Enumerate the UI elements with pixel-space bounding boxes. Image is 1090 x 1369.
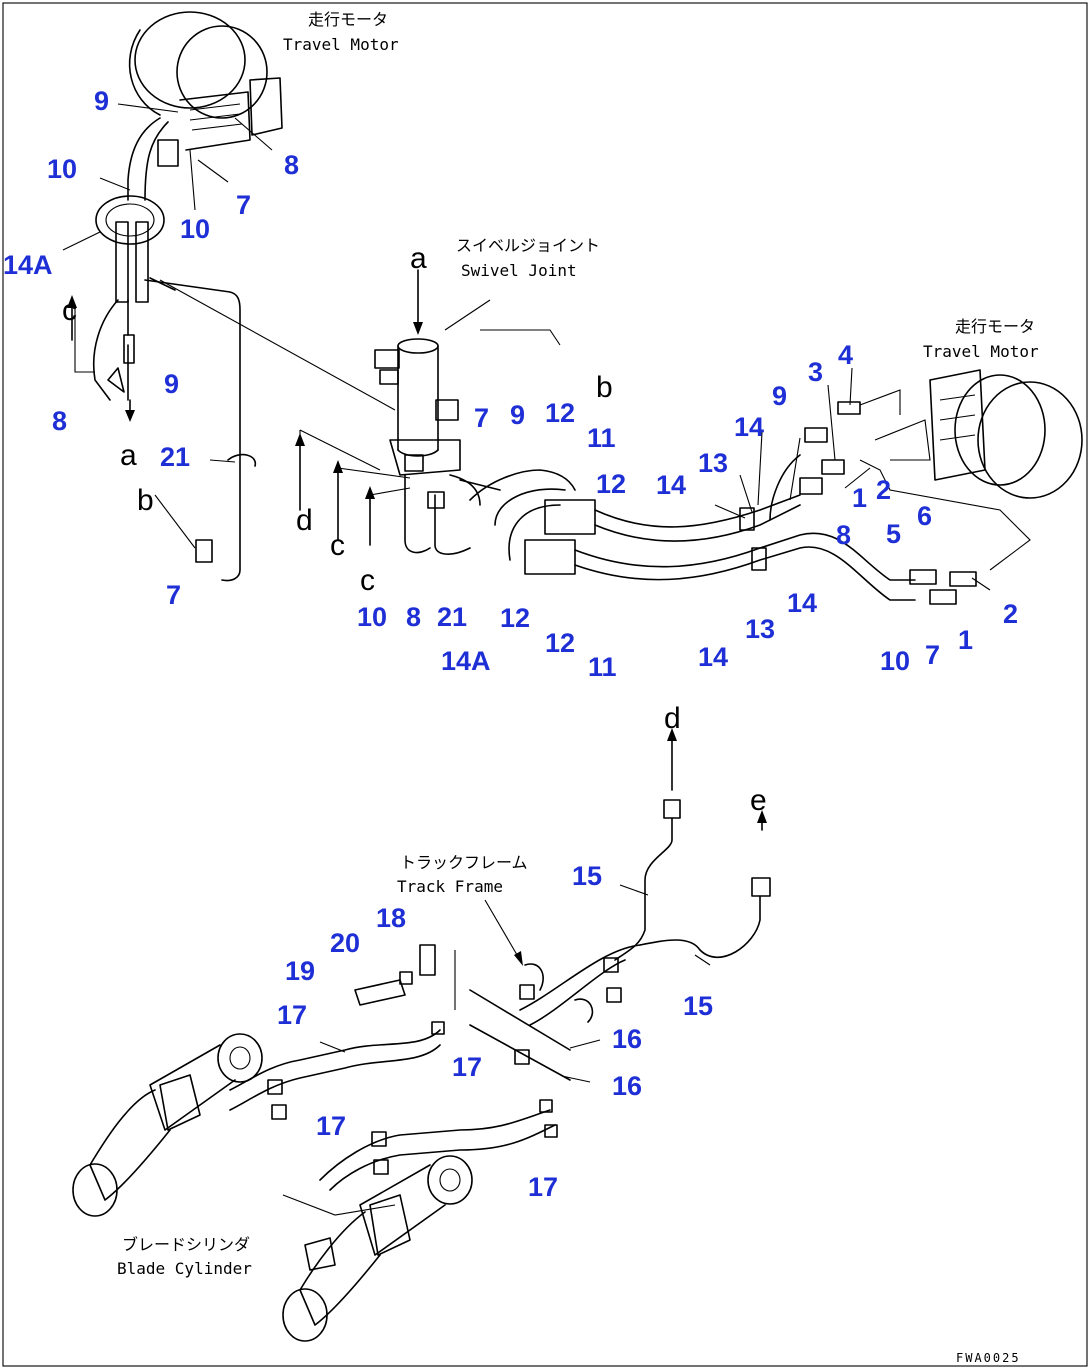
- part-callout: 8: [52, 406, 67, 436]
- part-callout: 12: [500, 603, 530, 633]
- part-callout: 8: [836, 520, 851, 550]
- part-callout: 7: [925, 640, 940, 670]
- part-callout: 14: [698, 642, 728, 672]
- part-callout: 16: [612, 1071, 642, 1101]
- part-callout: 10: [47, 154, 77, 184]
- part-callout: 2: [876, 475, 891, 505]
- caption-swivel-joint-jp: スイベルジョイント: [456, 236, 600, 255]
- part-callout: 9: [772, 381, 787, 411]
- part-callout: 11: [588, 652, 617, 682]
- caption-track-frame-jp: トラックフレーム: [400, 853, 528, 872]
- connection-letters: a a b b c c c d d e: [62, 242, 767, 817]
- caption-blade-cylinder-en: Blade Cylinder: [117, 1259, 252, 1278]
- part-callout: 16: [612, 1024, 642, 1054]
- part-callout: 11: [587, 423, 616, 453]
- part-callout: 10: [180, 214, 210, 244]
- part-callout: 2: [1003, 599, 1018, 629]
- caption-travel-motor-left-en: Travel Motor: [283, 35, 399, 54]
- swivel-joint-hoses: [295, 329, 576, 561]
- right-blade-cylinder: [282, 1155, 473, 1342]
- right-side-pipes: [524, 389, 1031, 605]
- part-callout: 10: [880, 646, 910, 676]
- part-callout: 1: [852, 483, 867, 513]
- part-callout: 17: [316, 1111, 346, 1141]
- part-callout: 17: [452, 1052, 482, 1082]
- part-callout: 15: [572, 861, 602, 891]
- connection-letter: d: [296, 504, 313, 537]
- connection-letter: e: [750, 784, 767, 817]
- part-callout: 15: [683, 991, 713, 1021]
- part-callout: 7: [166, 580, 181, 610]
- captions: 走行モータ Travel Motor スイベルジョイント Swivel Join…: [117, 10, 1039, 1365]
- part-callout: 14: [656, 470, 686, 500]
- part-callout: 13: [698, 448, 728, 478]
- connection-letter: c: [330, 529, 345, 562]
- part-callout: 12: [596, 469, 626, 499]
- part-callout: 14: [787, 588, 817, 618]
- part-callout: 10: [357, 602, 387, 632]
- part-callout: 9: [164, 369, 179, 399]
- part-callout: 17: [528, 1172, 558, 1202]
- connection-letter: c: [360, 564, 375, 597]
- part-callout: 21: [437, 602, 467, 632]
- part-callout: 6: [917, 501, 932, 531]
- part-callout: 14A: [441, 646, 491, 676]
- part-number-callouts: 9 8 10 7 10 14A 9 8 21 7 7 9 12 11 12 4 …: [3, 86, 1018, 1202]
- part-callout: 4: [838, 340, 853, 370]
- part-callout: 21: [160, 442, 190, 472]
- part-callout: 3: [808, 357, 823, 387]
- part-callout: 1: [958, 625, 973, 655]
- part-callout: 7: [236, 190, 251, 220]
- connection-letter: a: [410, 242, 427, 275]
- caption-travel-motor-left-jp: 走行モータ: [308, 10, 388, 29]
- left-motor-hoses: [67, 117, 396, 582]
- part-callout: 8: [284, 150, 299, 180]
- caption-track-frame-en: Track Frame: [397, 877, 503, 896]
- part-callout: 18: [376, 903, 406, 933]
- caption-travel-motor-right-en: Travel Motor: [923, 342, 1039, 361]
- connection-letter: c: [62, 294, 77, 327]
- right-travel-motor: [929, 369, 1083, 499]
- connection-letter: a: [120, 439, 137, 472]
- part-callout: 14: [734, 412, 764, 442]
- part-callout: 19: [285, 956, 315, 986]
- drawing-code: FWA0025: [956, 1351, 1021, 1365]
- caption-travel-motor-right-jp: 走行モータ: [955, 317, 1035, 336]
- swivel-joint: [374, 269, 491, 476]
- part-callout: 12: [545, 628, 575, 658]
- part-callout: 20: [330, 928, 360, 958]
- connection-letter: b: [137, 484, 154, 517]
- blade-cylinder-lines: [229, 1021, 558, 1216]
- part-callout: 5: [886, 519, 901, 549]
- part-callout: 13: [745, 614, 775, 644]
- left-travel-motor: [128, 11, 283, 151]
- caption-blade-cylinder-jp: ブレードシリンダ: [122, 1235, 250, 1254]
- leader-lines: [62, 103, 991, 1083]
- connection-letter: d: [664, 702, 681, 735]
- part-callout: 9: [94, 86, 109, 116]
- part-callout: 17: [277, 1000, 307, 1030]
- track-frame-piping: [354, 728, 771, 1081]
- left-blade-cylinder: [72, 1033, 263, 1217]
- part-callout: 14A: [3, 250, 53, 280]
- part-callout: 9: [510, 400, 525, 430]
- connection-letter: b: [596, 371, 613, 404]
- part-callout: 7: [474, 403, 489, 433]
- part-callout: 12: [545, 398, 575, 428]
- part-callout: 8: [406, 602, 421, 632]
- caption-swivel-joint-en: Swivel Joint: [461, 261, 577, 280]
